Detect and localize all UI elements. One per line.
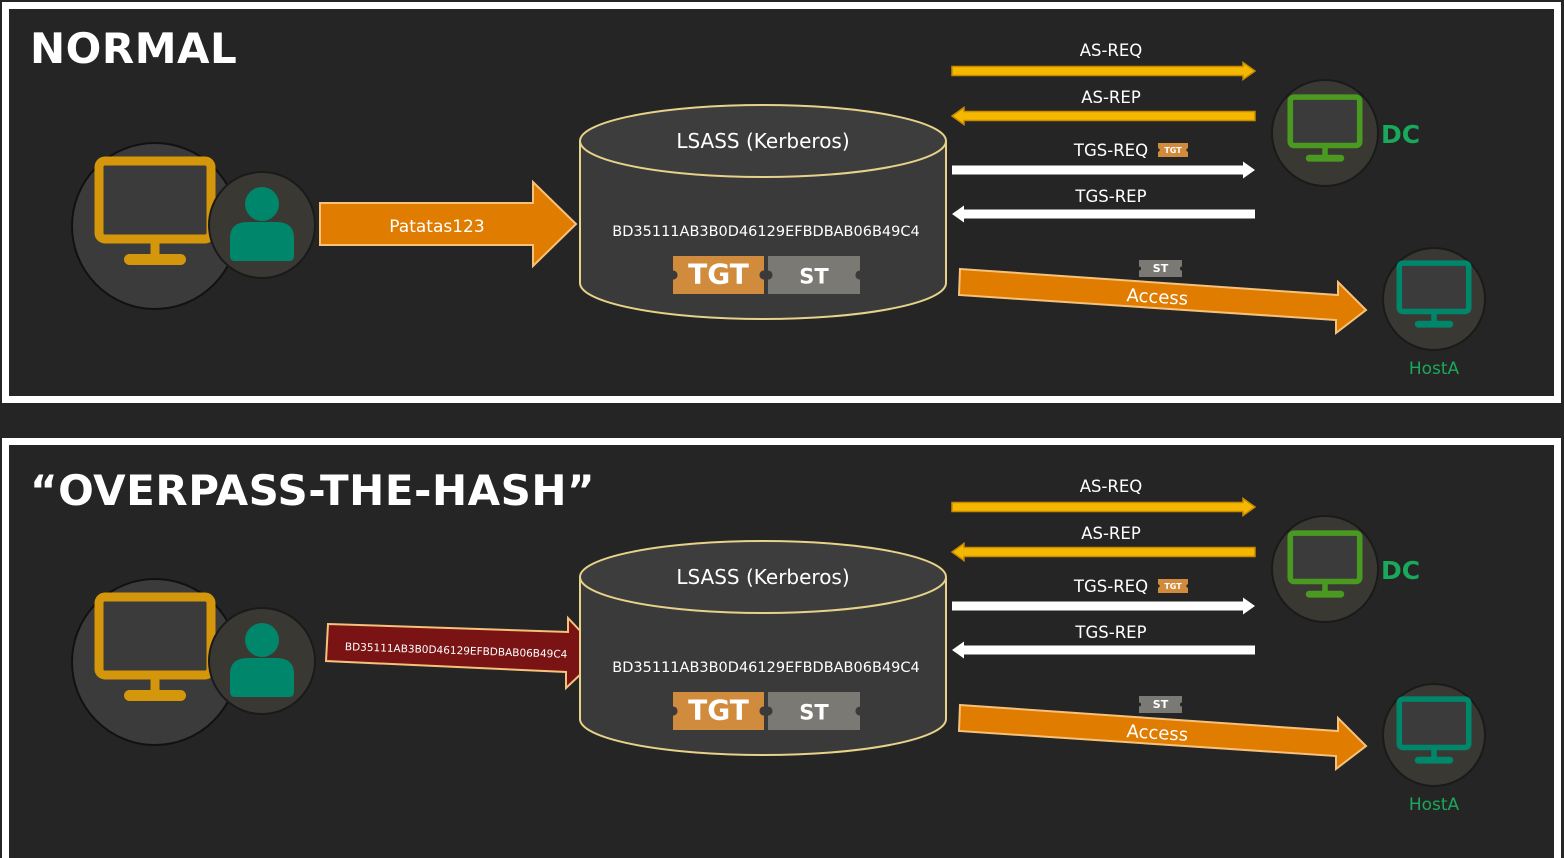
- cylinder-top: [579, 540, 947, 614]
- host-label: HostA: [1409, 359, 1460, 379]
- host-label: HostA: [1409, 795, 1460, 815]
- dc-label: DC: [1381, 556, 1420, 585]
- dc-monitor-icon: [1287, 530, 1363, 598]
- tgt-ticket-label: TGT: [688, 257, 749, 290]
- access-arrow: [957, 703, 1368, 772]
- client-workstation: [71, 142, 316, 310]
- dc-label: DC: [1381, 120, 1420, 149]
- lsass-hash: BD35111AB3B0D46129EFBDBAB06B49C4: [612, 660, 919, 676]
- message-label-tgs-rep: TGS-REP: [1074, 187, 1146, 206]
- password-arrow: [319, 179, 578, 269]
- message-label-tgs-req: TGS-REQ: [1073, 141, 1148, 160]
- lsass-title: LSASS (Kerberos): [676, 129, 849, 153]
- message-arrow-as-req: [951, 497, 1257, 517]
- st-ticket-label: ST: [799, 700, 829, 724]
- host-monitor-icon: [1396, 696, 1472, 764]
- st-ticket-small: ST: [1139, 260, 1182, 277]
- panel-title: NORMAL: [30, 24, 238, 73]
- host-monitor-icon: [1396, 260, 1472, 328]
- st-ticket-small-label: ST: [1153, 698, 1169, 711]
- tgt-ticket-small-label: TGT: [1164, 146, 1182, 155]
- access-flow: Access ST: [957, 696, 1368, 772]
- panel-title: “OVERPASS-THE-HASH”: [30, 466, 596, 515]
- tgt-ticket-small: TGT: [1158, 579, 1188, 593]
- host-a: HostA: [1382, 247, 1486, 379]
- message-arrow-tgs-rep: [952, 205, 1255, 223]
- message-arrow-as-rep: [950, 542, 1256, 562]
- message-label-as-rep: AS-REP: [1081, 88, 1141, 107]
- domain-controller: DC: [1271, 515, 1420, 623]
- tgt-ticket: TGT: [673, 692, 764, 730]
- tgt-ticket-small: TGT: [1158, 143, 1188, 157]
- monitor-icon: [94, 592, 216, 701]
- st-ticket: ST: [768, 692, 860, 730]
- user-icon: [230, 187, 294, 261]
- message-arrow-as-rep: [950, 106, 1256, 126]
- cylinder-top: [579, 104, 947, 178]
- access-arrow: [957, 267, 1368, 336]
- st-ticket-small: ST: [1139, 696, 1182, 713]
- access-label: Access: [1126, 721, 1189, 746]
- message-label-tgs-rep: TGS-REP: [1074, 623, 1146, 642]
- host-a: HostA: [1382, 683, 1486, 815]
- user-icon: [230, 623, 294, 697]
- access-label: Access: [1126, 285, 1189, 310]
- lsass-hash: BD35111AB3B0D46129EFBDBAB06B49C4: [612, 224, 919, 240]
- st-ticket-small-label: ST: [1153, 262, 1169, 275]
- message-label-as-req: AS-REQ: [1080, 41, 1143, 60]
- st-ticket-label: ST: [799, 264, 829, 288]
- monitor-icon: [94, 156, 216, 265]
- panel-diagram-normal: Patatas123 LSASS (Kerberos) BD35111AB3B0D4…: [71, 41, 1486, 379]
- tgt-ticket: TGT: [673, 256, 764, 294]
- message-label-as-rep: AS-REP: [1081, 524, 1141, 543]
- lsass-title: LSASS (Kerberos): [676, 565, 849, 589]
- lsass-store: LSASS (Kerberos) BD35111AB3B0D46129EFBDBA…: [579, 540, 947, 756]
- domain-controller: DC: [1271, 79, 1420, 187]
- message-arrow-tgs-req: [952, 161, 1255, 179]
- st-ticket: ST: [768, 256, 860, 294]
- message-arrow-tgs-req: [952, 597, 1255, 615]
- message-label-as-req: AS-REQ: [1080, 477, 1143, 496]
- message-arrow-tgs-rep: [952, 641, 1255, 659]
- dc-monitor-icon: [1287, 94, 1363, 162]
- client-workstation: [71, 578, 316, 746]
- message-label-tgs-req: TGS-REQ: [1073, 577, 1148, 596]
- message-arrow-as-req: [951, 61, 1257, 81]
- tgt-ticket-label: TGT: [688, 693, 749, 726]
- tgt-ticket-small-label: TGT: [1164, 582, 1182, 591]
- lsass-store: LSASS (Kerberos) BD35111AB3B0D46129EFBDBA…: [579, 104, 947, 320]
- password-label: Patatas123: [389, 217, 484, 237]
- access-flow: Access ST: [957, 260, 1368, 336]
